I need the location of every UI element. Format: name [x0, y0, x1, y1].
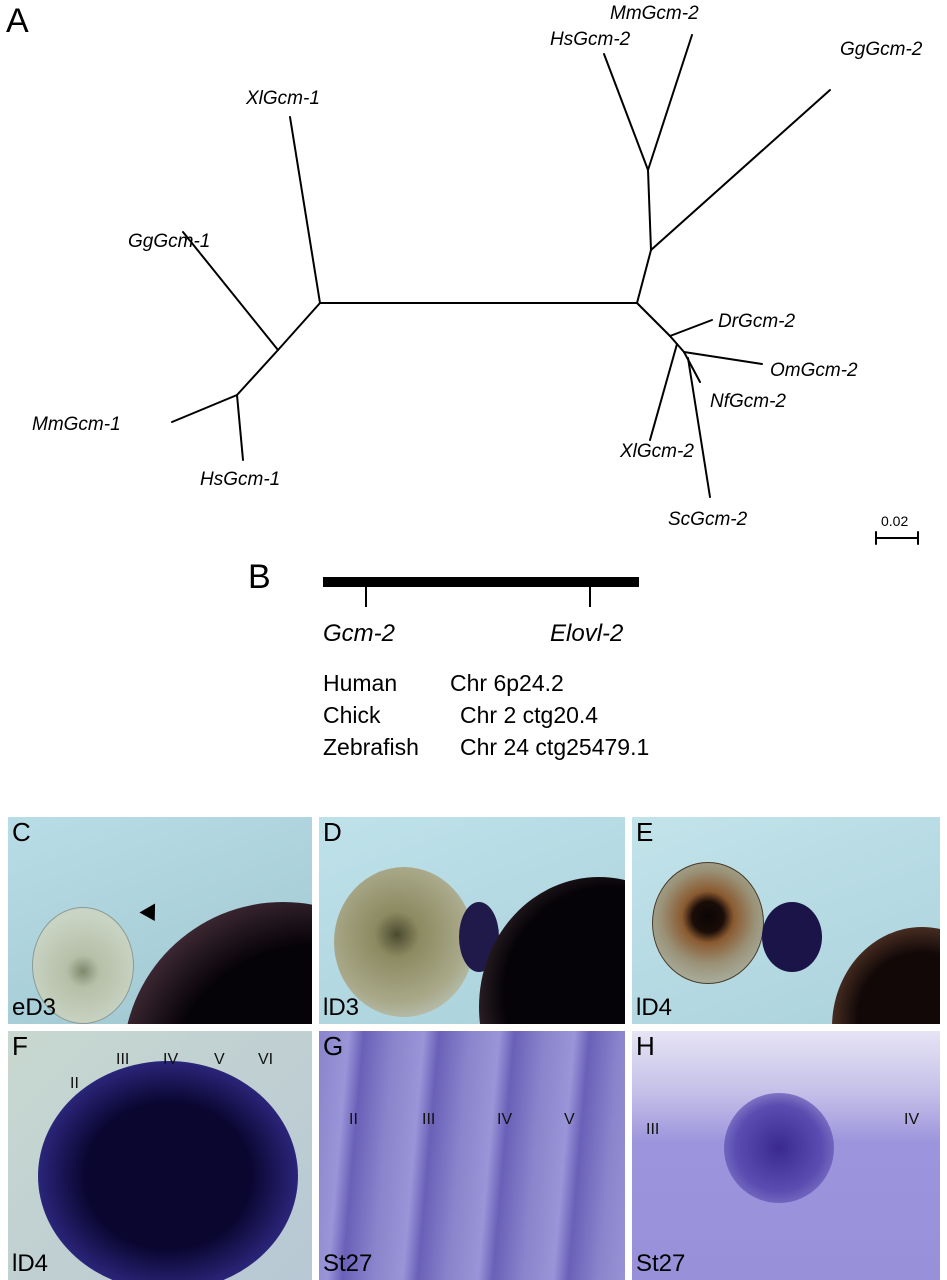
gene-label: Elovl-2 [550, 620, 624, 647]
chromosome-map [323, 577, 639, 607]
taxon-label: ScGcm-2 [668, 509, 748, 530]
tree-branch [687, 357, 711, 498]
arch-label: II [70, 1075, 79, 1092]
tree-branch [649, 343, 678, 441]
species-label: Zebrafish [323, 734, 419, 760]
taxon-label: OmGcm-2 [770, 360, 858, 381]
gene-tick-gcm2 [365, 587, 367, 607]
chromosome-bar [323, 577, 639, 587]
species-label: Human [323, 670, 398, 696]
panel-letter: G [323, 1031, 344, 1061]
tree-branch [171, 394, 238, 423]
photo-panel-h: H III IV St27 [632, 1031, 940, 1280]
arch-label: IV [904, 1111, 920, 1128]
panel-letter: F [12, 1031, 28, 1061]
gene-label: Gcm-2 [323, 620, 395, 647]
taxon-label: MmGcm-1 [32, 414, 121, 435]
arch-label: V [214, 1051, 225, 1068]
locus-label: Chr 6p24.2 [450, 670, 564, 696]
panel-letter: D [323, 817, 342, 847]
species-label: Chick [323, 702, 381, 728]
stage-label: lD4 [636, 994, 673, 1021]
arch-label: III [422, 1111, 436, 1128]
tree-branch [236, 349, 279, 396]
tree-branch [683, 351, 763, 365]
taxon-label: HsGcm-1 [200, 469, 281, 490]
panel-a-letter: A [6, 2, 29, 40]
photo-panel-g: G II III IV V St27 [319, 1031, 625, 1280]
tree-branch [236, 394, 244, 461]
panel-letter: C [12, 817, 31, 847]
photo-panel-e: E lD4 [632, 817, 940, 1024]
taxon-label: GgGcm-2 [840, 39, 923, 60]
tree-branch [289, 116, 321, 304]
stage-label: St27 [323, 1250, 373, 1277]
taxon-label: XlGcm-2 [620, 441, 694, 462]
tree-branch [650, 89, 831, 251]
tree-branch [669, 319, 713, 337]
panel-letter: E [636, 817, 654, 847]
tree-branch [603, 53, 649, 171]
stage-label: lD3 [323, 994, 360, 1021]
taxon-label: MmGcm-2 [610, 3, 699, 24]
arch-label: II [349, 1111, 358, 1128]
arch-label: V [564, 1111, 575, 1128]
taxon-label: NfGcm-2 [710, 391, 786, 412]
tree-branch [636, 249, 652, 304]
phylogenetic-tree [171, 34, 919, 545]
gene-tick-elovl2 [589, 587, 591, 607]
locus-label: Chr 24 ctg25479.1 [460, 734, 650, 760]
taxon-label: GgGcm-1 [128, 231, 211, 252]
photo-panel-d: D lD3 [319, 817, 625, 1024]
locus-label: Chr 2 ctg20.4 [460, 702, 599, 728]
tree-branch [647, 34, 693, 171]
tree-branch [647, 169, 652, 251]
tree-branch [636, 302, 671, 337]
photo-panel-f: F II III IV V VI lD4 [8, 1031, 312, 1280]
scale-bar-label: 0.02 [881, 513, 909, 529]
stage-label: eD3 [12, 994, 57, 1021]
arch-label: IV [497, 1111, 513, 1128]
arch-label: III [116, 1051, 130, 1068]
arrowhead-icon [139, 903, 163, 926]
stage-label: St27 [636, 1250, 686, 1277]
taxon-label: XlGcm-1 [246, 88, 320, 109]
tree-branch [683, 351, 701, 383]
photo-panel-c: C eD3 [8, 817, 312, 1024]
arch-label: VI [258, 1051, 274, 1068]
stage-label: lD4 [12, 1250, 49, 1277]
taxon-label: HsGcm-2 [550, 29, 631, 50]
arch-label: IV [163, 1051, 179, 1068]
tree-branch [277, 302, 321, 351]
panel-letter: H [636, 1031, 655, 1061]
arch-label: III [646, 1121, 660, 1138]
panel-b-letter: B [248, 558, 271, 596]
taxon-label: DrGcm-2 [718, 311, 796, 332]
tree-branch [182, 231, 279, 351]
